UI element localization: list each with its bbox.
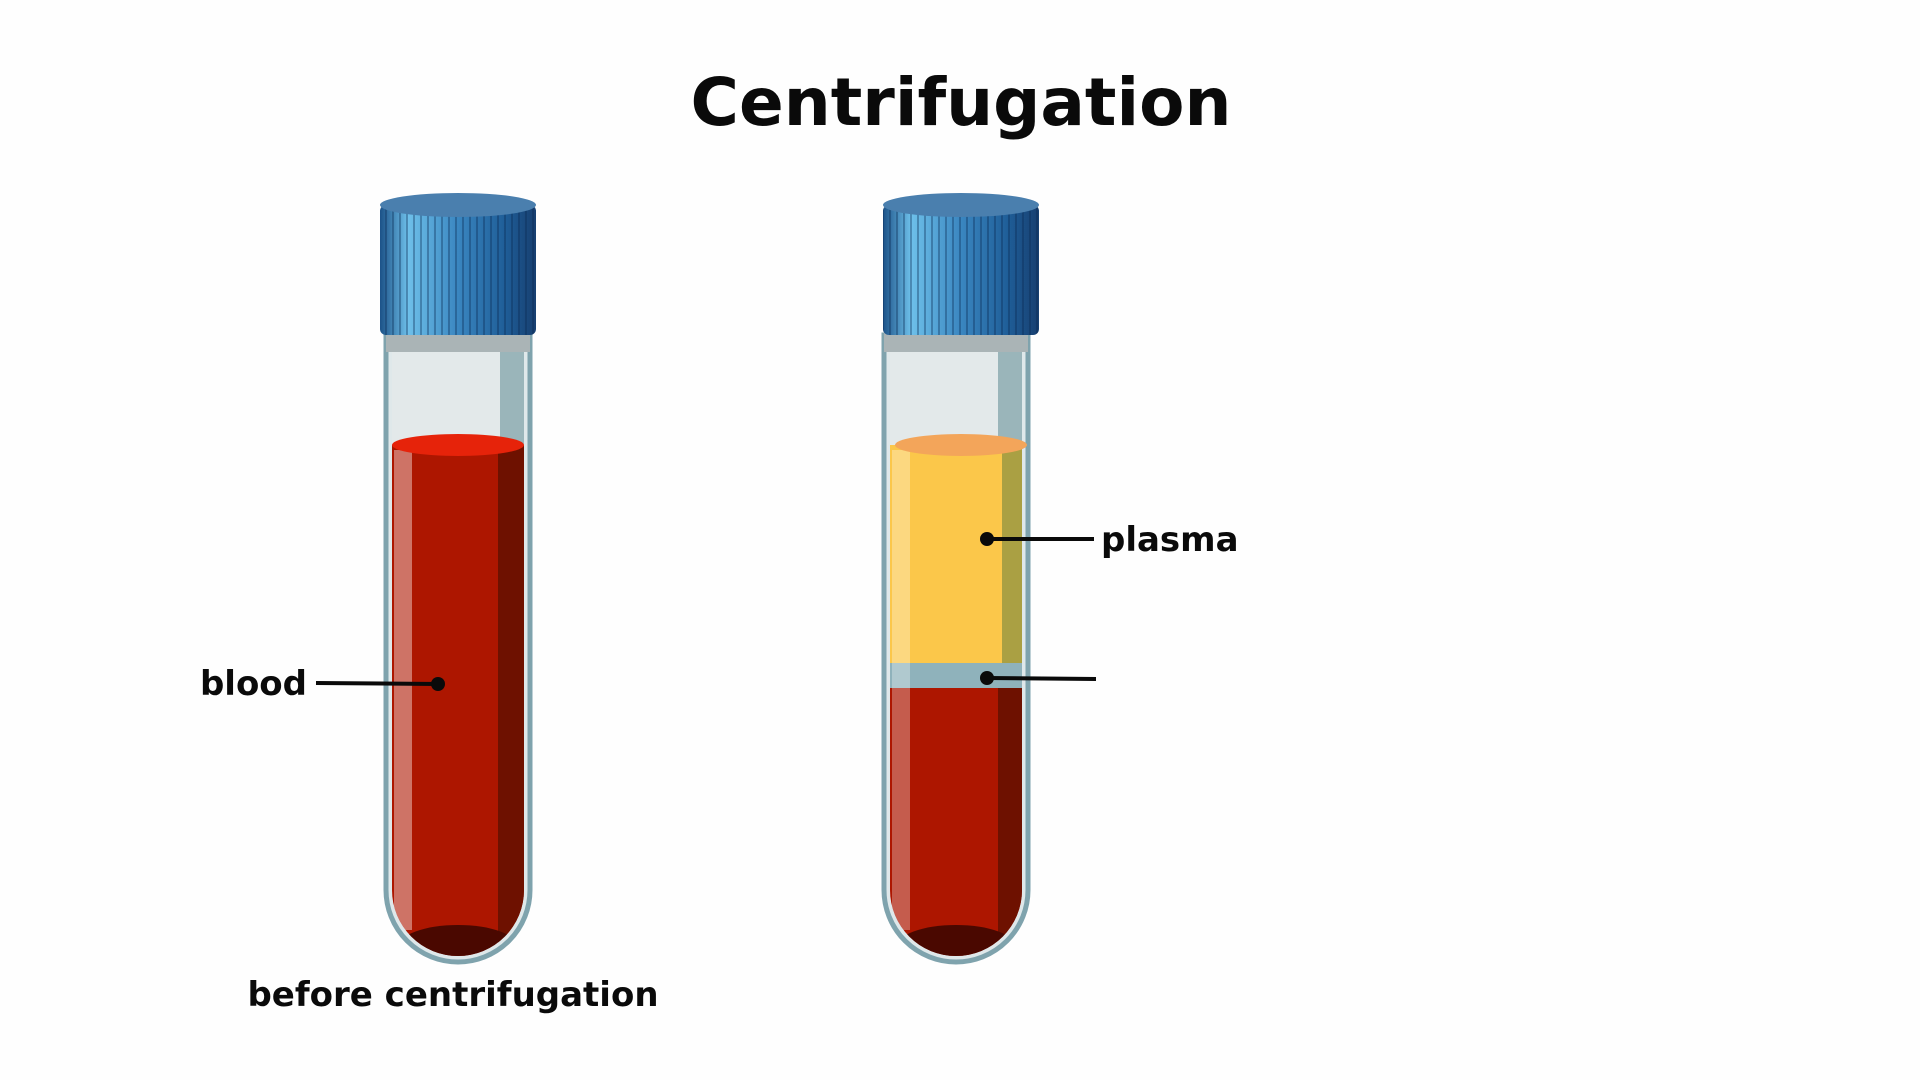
- blood-label: blood: [200, 664, 445, 704]
- cap-icon: [883, 193, 1039, 335]
- plasma-label-text: plasma: [1101, 520, 1239, 560]
- pointer-dot: [431, 677, 445, 691]
- blood-label-text: blood: [200, 664, 307, 704]
- pointer-dot: [980, 671, 994, 685]
- cap-icon: [380, 193, 536, 335]
- buffy-coat-pointer: [980, 671, 1097, 685]
- tube-after-centrifugation: [881, 193, 1039, 965]
- pointer-dot: [980, 532, 994, 546]
- plasma-layer: [890, 445, 1022, 667]
- tube-before-centrifugation: [380, 193, 536, 965]
- before-centrifugation-caption: before centrifugation: [247, 975, 658, 1015]
- plasma-label: plasma: [980, 520, 1239, 560]
- blood-surface: [392, 434, 524, 456]
- page-title: Centrifugation: [691, 64, 1232, 141]
